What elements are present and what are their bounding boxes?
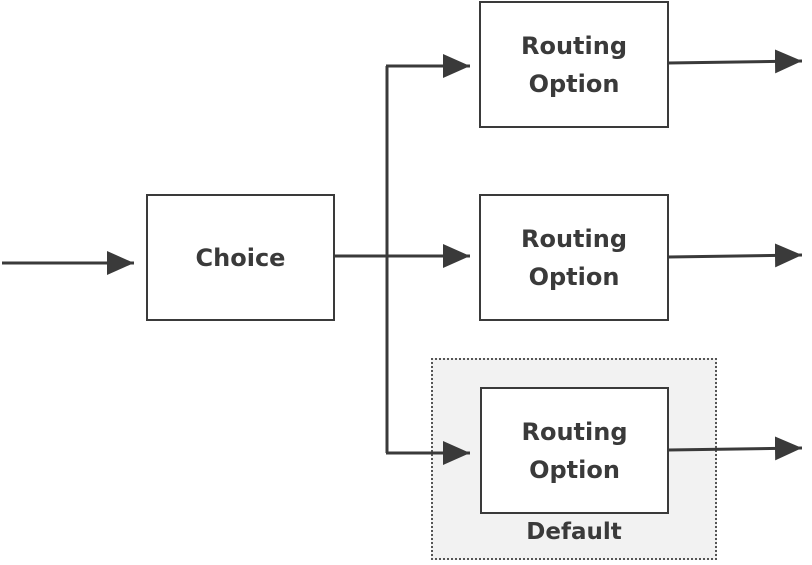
edge-route-1-output bbox=[667, 49, 803, 74]
routing-option-3-line-2: Option bbox=[529, 455, 620, 484]
routing-option-node-3: Routing Option bbox=[480, 387, 669, 514]
routing-option-3-line-1: Routing bbox=[521, 417, 628, 446]
choice-node-label: Choice bbox=[195, 243, 286, 272]
routing-option-node-1: Routing Option bbox=[479, 1, 669, 128]
routing-option-2-line-1: Routing bbox=[520, 224, 628, 253]
edge-route-3-output bbox=[667, 436, 803, 461]
default-group-label: Default bbox=[526, 519, 622, 545]
choice-node: Choice bbox=[146, 194, 335, 321]
routing-option-1-line-2: Option bbox=[528, 69, 620, 98]
edge-route-2-output bbox=[667, 243, 803, 268]
routing-option-2-line-2: Option bbox=[528, 262, 620, 291]
routing-option-1-line-1: Routing bbox=[520, 31, 628, 60]
routing-option-node-2: Routing Option bbox=[479, 194, 669, 321]
